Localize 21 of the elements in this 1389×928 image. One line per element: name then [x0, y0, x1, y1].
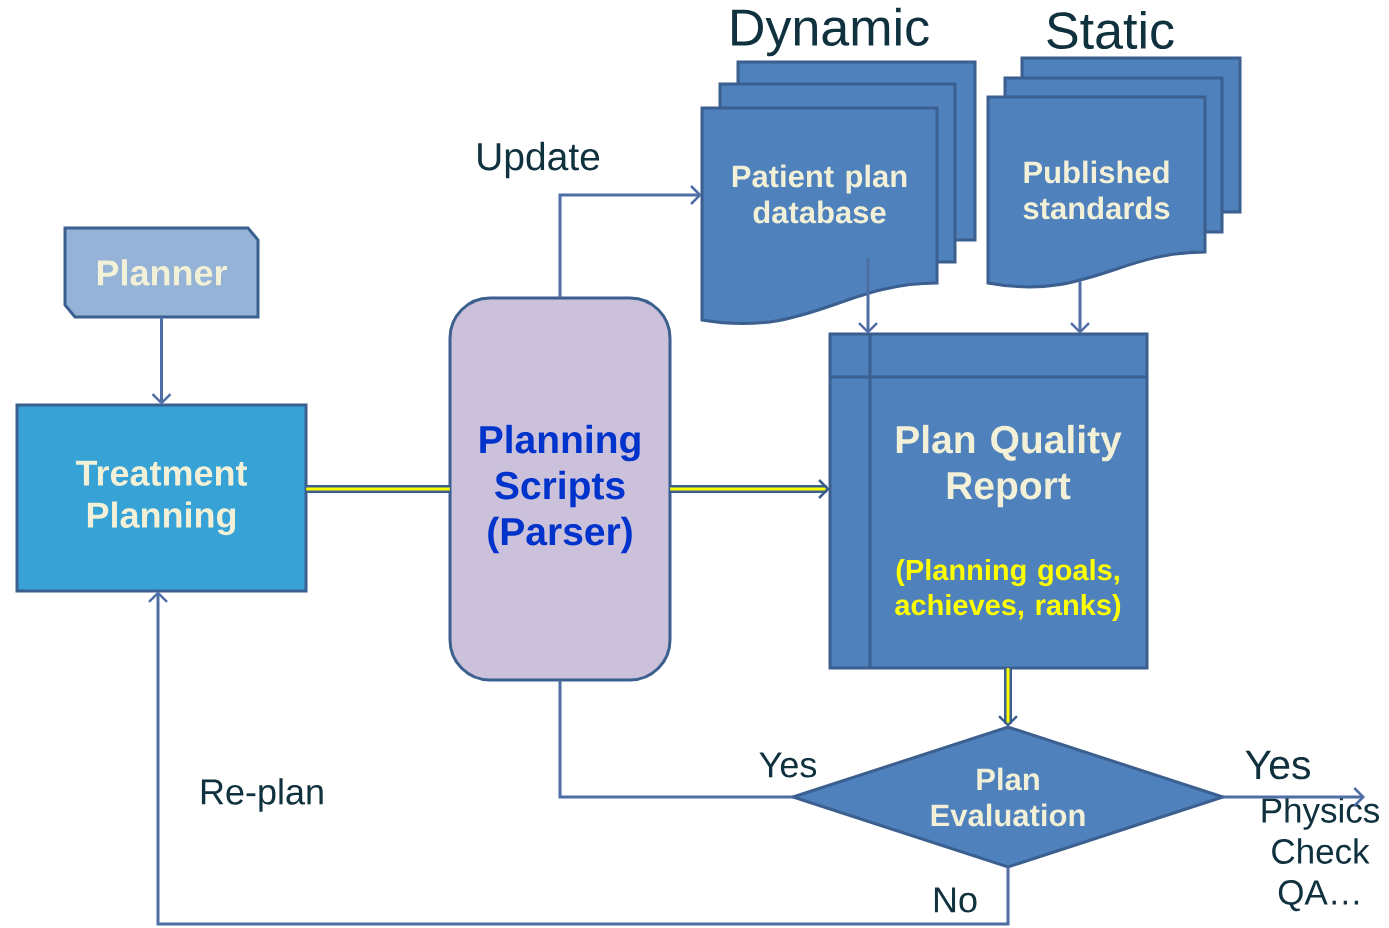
- node-text: Physics Check QA…: [1262, 797, 1379, 912]
- edge-label: Update: [474, 140, 602, 180]
- process-box: Treatment Planning: [15, 403, 308, 593]
- arrow: [148, 591, 1010, 926]
- arrow: [1223, 787, 1365, 807]
- edge-label: No: [931, 886, 979, 914]
- arrow: [670, 479, 830, 499]
- note-label: Re-plan: [201, 778, 323, 812]
- document-stack: Patient plan database: [700, 60, 977, 325]
- arrow: [558, 185, 702, 298]
- report-box: Plan Quality Report (Planning goals, achieves, ranks): [828, 332, 1149, 670]
- planner-box: Planner: [63, 226, 260, 319]
- arrow: [1070, 281, 1090, 334]
- document-stack: Published standards: [986, 56, 1242, 289]
- arrow: [151, 317, 172, 405]
- heading: Dynamic: [732, 7, 929, 57]
- arrow: [858, 258, 878, 334]
- rounded-process-box: Planning Scripts (Parser): [448, 296, 672, 682]
- edge-label: Yes: [1243, 749, 1313, 781]
- arrow: [998, 668, 1018, 727]
- heading: Static: [1047, 10, 1174, 50]
